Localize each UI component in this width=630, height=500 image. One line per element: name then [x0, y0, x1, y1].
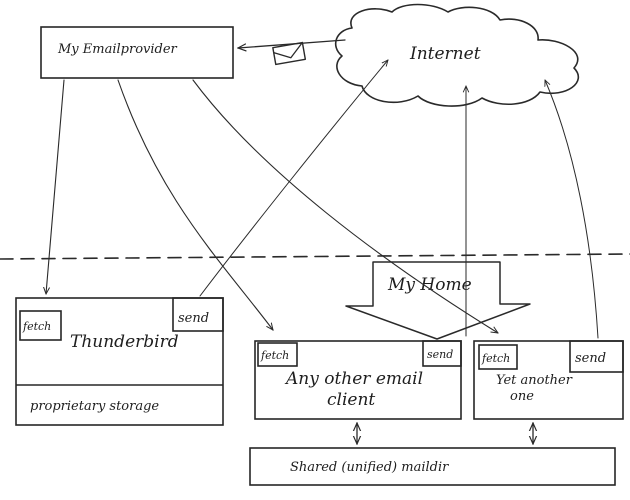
maildir-label: Shared (unified) maildir: [290, 460, 449, 475]
home-block-arrow: My Home: [345, 261, 531, 340]
client-a-node: fetch send Any other email client: [254, 340, 462, 420]
client-b-label-line1: Yet another: [496, 373, 573, 388]
client-b-send-label: send: [575, 351, 606, 366]
client-b-label-line2: one: [510, 389, 534, 404]
provider-node: My Emailprovider: [40, 26, 234, 79]
client-b-send-box: [569, 340, 624, 373]
home-boundary-line: [0, 253, 630, 260]
thunderbird-fetch-label: fetch: [22, 320, 51, 333]
client-b-fetch-label: fetch: [481, 352, 510, 365]
thunderbird-fetch-box: [19, 310, 62, 341]
internet-label: Internet: [409, 44, 481, 64]
envelope-icon: [272, 41, 307, 66]
internet-cloud: Internet: [334, 3, 580, 107]
cloud-shape: [334, 3, 580, 107]
sync-arrows: [357, 423, 533, 444]
client-a-send-box: [422, 340, 462, 367]
thunderbird-node: fetch send Thunderbird proprietary stora…: [15, 297, 224, 426]
mail-flow-arrow: [238, 39, 346, 66]
send-arrows: [199, 60, 599, 339]
thunderbird-send-label: send: [178, 311, 209, 326]
client-a-label-line1: Any other email: [284, 369, 423, 389]
client-a-send-label: send: [427, 348, 453, 361]
thunderbird-label: Thunderbird: [70, 332, 179, 352]
client-a-label-line2: client: [327, 390, 375, 410]
client-a-fetch-box: [257, 342, 298, 367]
client-a-fetch-label: fetch: [260, 349, 289, 362]
client-b-fetch-box: [478, 344, 518, 370]
home-label: My Home: [387, 275, 472, 295]
thunderbird-storage-label: proprietary storage: [30, 399, 159, 414]
provider-label: My Emailprovider: [57, 42, 178, 57]
maildir-node: Shared (unified) maildir: [249, 447, 616, 486]
thunderbird-send-box: [172, 297, 224, 332]
fetch-arrows: [46, 79, 498, 333]
client-b-node: fetch send Yet another one: [473, 340, 624, 420]
